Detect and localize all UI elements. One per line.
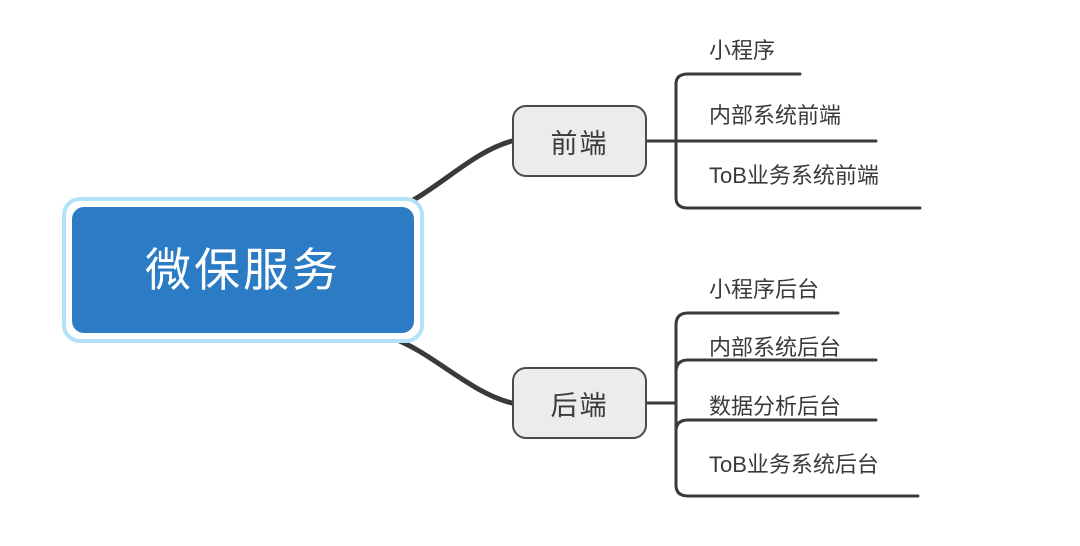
branch-node-frontend[interactable]: 前端	[512, 105, 647, 177]
branch-node-label: 后端	[550, 390, 609, 421]
branch-node-backend[interactable]: 后端	[512, 367, 647, 439]
root-node[interactable]: 微保服务	[72, 207, 414, 333]
leaf-frontend-mini-program[interactable]: 小程序	[709, 38, 776, 63]
root-node-label: 微保服务	[145, 244, 341, 296]
branch-node-label: 前端	[550, 128, 609, 159]
leaf-backend-mini-program[interactable]: 小程序后台	[709, 277, 820, 302]
leaf-backend-data-analysis[interactable]: 数据分析后台	[709, 394, 842, 419]
leaf-underline-backend-2	[674, 358, 878, 374]
leaf-frontend-internal-system[interactable]: 内部系统前端	[709, 103, 842, 128]
connector-root-to-backend	[389, 335, 515, 406]
leaf-backend-internal-system[interactable]: 内部系统后台	[709, 335, 842, 360]
leaf-backend-tob-system[interactable]: ToB业务系统后台	[709, 452, 879, 477]
leaf-underline-backend-3	[674, 418, 878, 433]
bracket-frontend	[645, 72, 922, 210]
bracket-backend	[645, 311, 920, 498]
leaf-frontend-tob-system[interactable]: ToB业务系统前端	[709, 163, 879, 188]
